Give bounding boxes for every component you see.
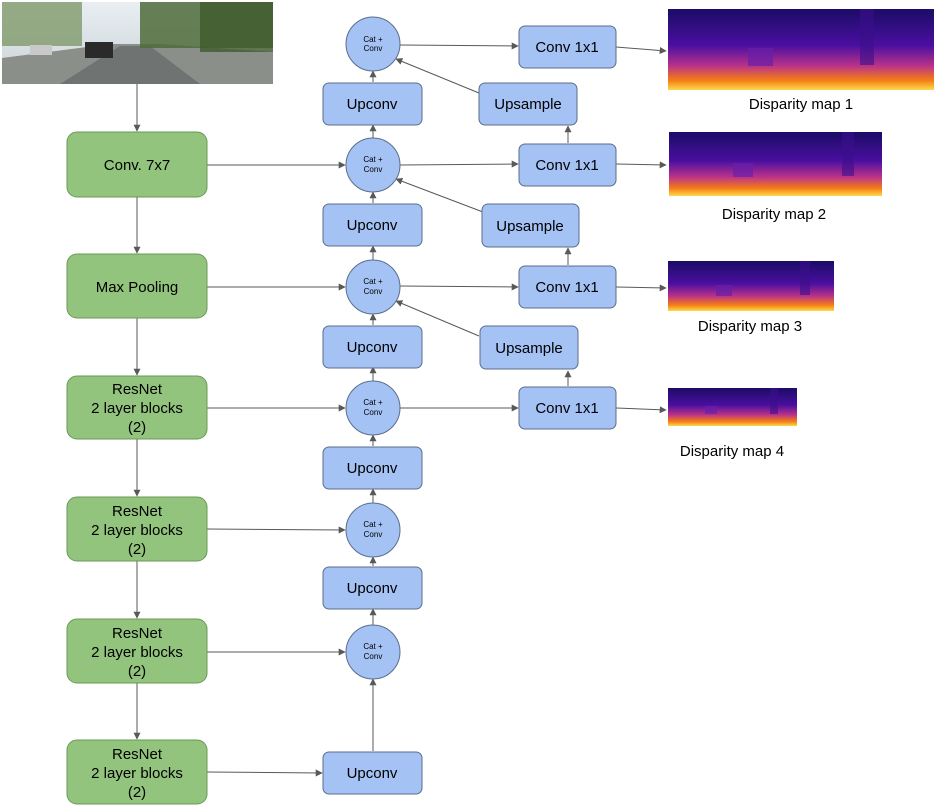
upconv-label: Upconv (347, 339, 398, 356)
encoder-conv-block: Conv. 7x7 (66, 131, 208, 198)
disparity-map-3-caption: Disparity map 3 (698, 318, 802, 335)
resnet-label-line1: ResNet (112, 746, 163, 763)
upconv-block: Upconv (322, 566, 423, 610)
conv-label: Conv (364, 287, 383, 296)
encoder-resnet-block: ResNet 2 layer blocks (2) (66, 496, 208, 562)
upconv-label: Upconv (347, 580, 398, 597)
cat-label: Cat + (363, 520, 383, 529)
conv1x1-block: Conv 1x1 (518, 265, 617, 309)
conv-label: Conv (364, 652, 383, 661)
upconv-label: Upconv (347, 460, 398, 477)
cat-conv-node: Cat + Conv (345, 380, 401, 436)
cat-label: Cat + (363, 35, 383, 44)
cat-conv-node: Cat + Conv (345, 259, 401, 315)
resnet-label-line2: 2 layer blocks (91, 400, 183, 417)
conv-label: Conv (364, 44, 383, 53)
edges (133, 42, 667, 777)
disparity-map-4-caption: Disparity map 4 (680, 443, 784, 460)
disparity-map-4-image (668, 388, 797, 426)
upsample-label: Upsample (496, 218, 564, 235)
upconv-label: Upconv (347, 96, 398, 113)
input-street-image (2, 2, 273, 84)
resnet-label-line3: (2) (128, 663, 146, 680)
resnet-label-line2: 2 layer blocks (91, 644, 183, 661)
cat-conv-node: Cat + Conv (345, 502, 401, 558)
disparity-map-2-image (669, 132, 882, 196)
encoder-pool-label: Max Pooling (96, 279, 179, 296)
upsample-label: Upsample (495, 340, 563, 357)
encoder-conv-label: Conv. 7x7 (104, 157, 170, 174)
disparity-map-1-image (668, 9, 934, 90)
upconv-label: Upconv (347, 765, 398, 782)
resnet-label-line2: 2 layer blocks (91, 765, 183, 782)
resnet-label-line3: (2) (128, 541, 146, 558)
upconv-label: Upconv (347, 217, 398, 234)
resnet-label-line3: (2) (128, 419, 146, 436)
encoder-resnet-block: ResNet 2 layer blocks (2) (66, 739, 208, 805)
conv1x1-block: Conv 1x1 (518, 143, 617, 187)
conv1x1-block: Conv 1x1 (518, 386, 617, 430)
cat-label: Cat + (363, 277, 383, 286)
cat-conv-node: Cat + Conv (345, 137, 401, 193)
upconv-block: Upconv (322, 446, 423, 490)
disparity-map-3-image (668, 261, 834, 311)
resnet-label-line1: ResNet (112, 625, 163, 642)
upconv-block: Upconv (322, 751, 423, 795)
conv-label: Conv (364, 165, 383, 174)
encoder-resnet-block: ResNet 2 layer blocks (2) (66, 375, 208, 440)
disparity-map-2-caption: Disparity map 2 (722, 206, 826, 223)
cat-label: Cat + (363, 398, 383, 407)
upconv-block: Upconv (322, 203, 423, 247)
cat-label: Cat + (363, 155, 383, 164)
resnet-label-line1: ResNet (112, 381, 163, 398)
resnet-label-line1: ResNet (112, 503, 163, 520)
upsample-block: Upsample (479, 325, 579, 370)
cat-conv-node: Cat + Conv (345, 16, 401, 72)
disparity-map-1-caption: Disparity map 1 (749, 96, 853, 113)
cat-label: Cat + (363, 642, 383, 651)
conv1x1-block: Conv 1x1 (518, 25, 617, 69)
conv-label: Conv (364, 408, 383, 417)
upsample-label: Upsample (494, 96, 562, 113)
conv-label: Conv (364, 530, 383, 539)
resnet-label-line2: 2 layer blocks (91, 522, 183, 539)
encoder-pool-block: Max Pooling (66, 253, 208, 319)
encoder-resnet-block: ResNet 2 layer blocks (2) (66, 618, 208, 684)
upconv-block: Upconv (322, 82, 423, 126)
upsample-block: Upsample (478, 82, 578, 126)
upconv-block: Upconv (322, 325, 423, 369)
conv1x1-label: Conv 1x1 (535, 279, 598, 296)
conv1x1-label: Conv 1x1 (535, 400, 598, 417)
resnet-label-line3: (2) (128, 784, 146, 801)
conv1x1-label: Conv 1x1 (535, 157, 598, 174)
conv1x1-label: Conv 1x1 (535, 39, 598, 56)
cat-conv-node: Cat + Conv (345, 624, 401, 680)
upsample-block: Upsample (481, 203, 580, 248)
